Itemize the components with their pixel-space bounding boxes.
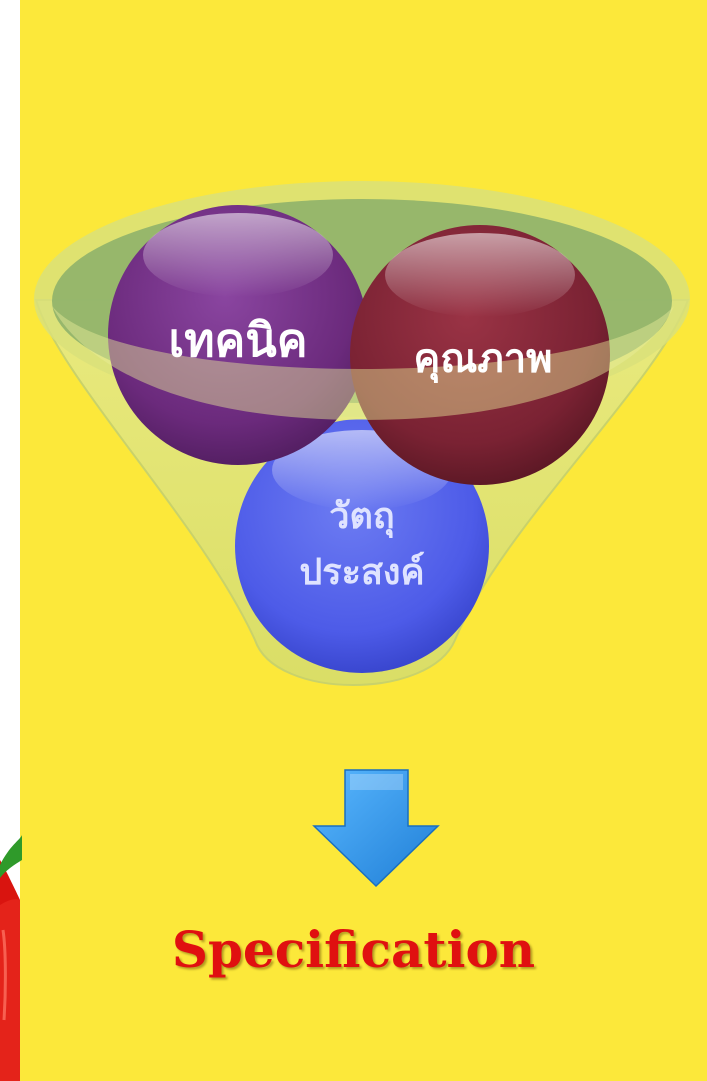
label-objective-line1: วัตถุ <box>329 496 394 539</box>
label-technique: เทคนิค <box>168 313 307 367</box>
label-objective-line2: ประสงค์ <box>299 551 424 593</box>
specification-title: Specification <box>0 920 707 979</box>
label-quality: คุณภาพ <box>413 336 552 384</box>
